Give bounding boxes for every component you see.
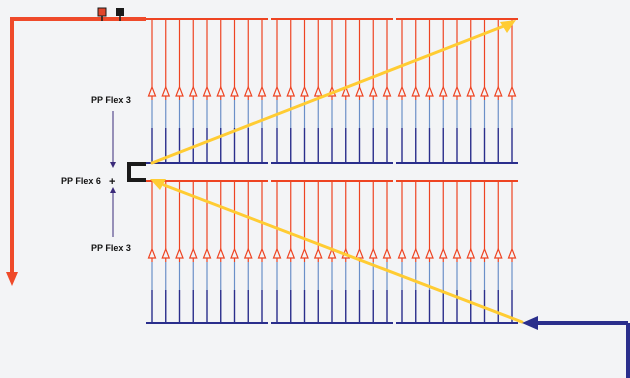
valve-black-icon — [116, 8, 124, 16]
triangle-valve-icon — [355, 247, 364, 259]
triangle-valve-icon — [438, 247, 448, 259]
triangle-valve-icon — [300, 85, 309, 97]
triangle-valve-icon — [202, 247, 212, 259]
diagonal-connectors — [150, 20, 524, 324]
triangle-valve-icon — [230, 247, 239, 259]
return-pipe-line — [536, 321, 630, 378]
triangle-valve-icon — [243, 247, 253, 259]
arrow-left-icon — [522, 316, 538, 330]
triangle-valve-icon — [507, 85, 517, 97]
triangle-valve-icon — [507, 247, 517, 259]
triangle-valve-icon — [161, 247, 171, 259]
top-valves — [97, 7, 124, 21]
pointer-down-arrowhead — [110, 162, 116, 168]
triangle-valve-icon — [161, 85, 171, 97]
triangle-valve-icon — [243, 85, 253, 97]
label-pp-flex-3-lower: PP Flex 3 — [91, 243, 131, 253]
triangle-valve-icon — [216, 247, 226, 259]
triangle-valve-icon — [300, 247, 309, 259]
triangle-valve-icon — [411, 247, 421, 259]
triangle-valve-icon — [188, 85, 198, 97]
diagonal-lower-line — [162, 183, 524, 324]
plus-icon: + — [109, 176, 115, 188]
triangle-valve-icon — [175, 85, 184, 97]
triangle-valve-icon — [382, 85, 392, 97]
valve-red-icon — [97, 7, 107, 17]
manifold-bracket — [127, 162, 146, 182]
triangle-valve-icon — [466, 247, 476, 259]
triangle-valve-icon — [452, 85, 462, 97]
label-pp-flex-3-upper: PP Flex 3 — [91, 95, 131, 105]
triangle-valve-icon — [341, 85, 351, 97]
triangle-valve-icon — [188, 247, 198, 259]
triangle-valve-icon — [466, 85, 476, 97]
triangle-valve-icon — [425, 247, 434, 259]
triangle-valve-icon — [230, 85, 239, 97]
triangle-valve-icon — [411, 85, 421, 97]
diagonal-upper-arrowhead — [500, 20, 516, 33]
arrow-down-icon — [6, 272, 18, 286]
triangle-valve-icon — [313, 247, 323, 259]
triangle-valve-icon — [397, 85, 407, 97]
triangle-valve-icon — [147, 247, 157, 259]
triangle-valve-icon — [368, 85, 378, 97]
label-pp-flex-6: PP Flex 6 — [61, 176, 101, 186]
triangle-valve-icon — [202, 85, 212, 97]
triangle-valve-icon — [257, 85, 267, 97]
triangle-valve-icon — [272, 85, 282, 97]
triangle-valve-icon — [438, 85, 448, 97]
triangle-valve-icon — [493, 85, 503, 97]
triangle-valve-icon — [216, 85, 226, 97]
triangle-valve-icon — [452, 247, 462, 259]
triangle-valve-icon — [313, 85, 323, 97]
triangle-valve-icon — [257, 247, 267, 259]
riser-field — [146, 18, 518, 324]
return-pipe — [522, 316, 630, 378]
triangle-valve-icon — [286, 85, 296, 97]
label-group: PP Flex 3 PP Flex 6 + PP Flex 3 — [61, 95, 131, 253]
triangle-valve-icon — [368, 247, 378, 259]
triangle-valve-icon — [397, 247, 407, 259]
triangle-valve-icon — [480, 247, 489, 259]
triangle-valve-icon — [493, 247, 503, 259]
triangle-valve-icon — [272, 247, 282, 259]
triangle-valve-icon — [175, 247, 184, 259]
triangle-valve-icon — [382, 247, 392, 259]
triangle-valve-icon — [425, 85, 434, 97]
diagonal-upper-line — [150, 24, 506, 165]
triangle-valve-icon — [327, 247, 337, 259]
triangle-valve-icon — [480, 85, 489, 97]
supply-pipe-line — [10, 17, 146, 274]
triangle-valve-icon — [355, 85, 364, 97]
triangle-valve-icon — [286, 247, 296, 259]
diagonal-lower-arrowhead — [150, 179, 166, 190]
pointer-up-arrowhead — [110, 187, 116, 193]
triangle-valve-icon — [147, 85, 157, 97]
